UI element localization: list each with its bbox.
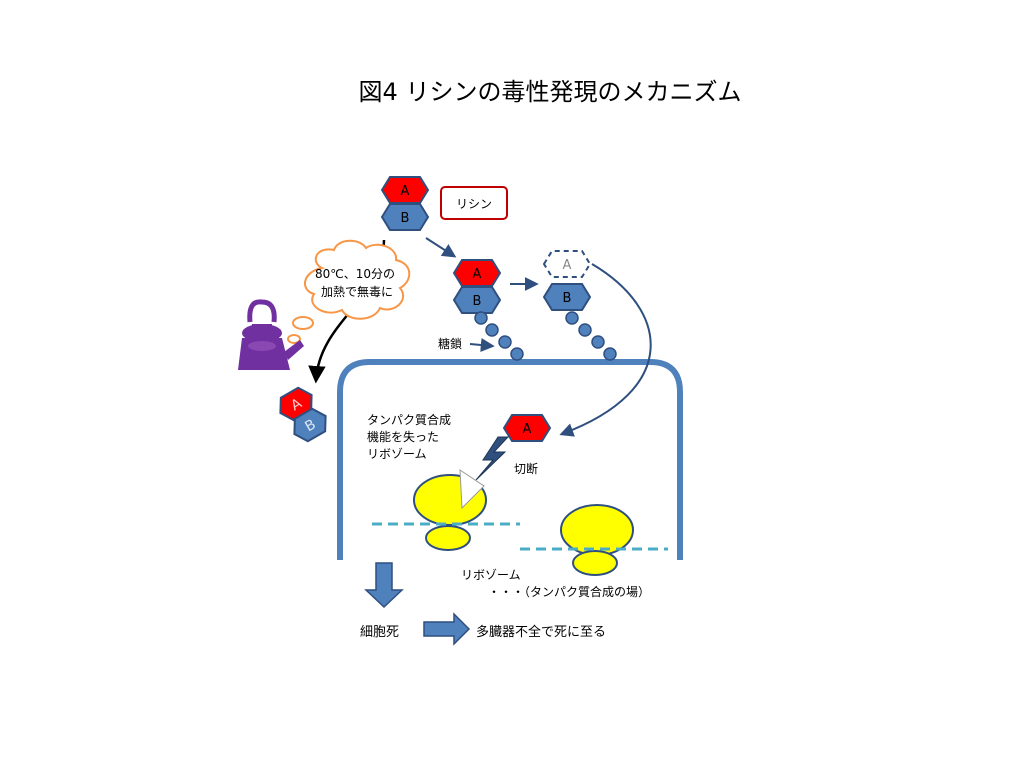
inactive-ribosome-line2: 機能を失った xyxy=(367,429,439,444)
bound-chain-a-label: A xyxy=(473,267,482,282)
sugar-bead xyxy=(498,335,512,349)
outcome-label: 多臓器不全で死に至る xyxy=(476,624,606,640)
internal-chain-a-label: A xyxy=(523,422,532,437)
heat-note-line2: 加熱で無毒に xyxy=(321,284,393,299)
ricin-label: リシン xyxy=(456,197,492,211)
released-chain-a-label: A xyxy=(563,258,572,273)
cleavage-wedge xyxy=(459,469,485,510)
internalized-chain-a: A xyxy=(502,414,552,442)
chain-a-label: A xyxy=(401,184,410,199)
chain-b-label: B xyxy=(401,211,410,226)
ribosome-label: リボゾーム xyxy=(461,568,521,582)
inactive-chain-b xyxy=(293,407,327,443)
arrow-to-binding xyxy=(425,237,457,258)
sugar-chain-pointer xyxy=(469,338,495,352)
normal-ribosome xyxy=(560,504,634,576)
sugar-bead xyxy=(474,311,488,325)
remaining-chain-b-label: B xyxy=(563,291,572,306)
chain-b-hexagon xyxy=(380,203,430,231)
inactivated-ricin: A B xyxy=(279,386,327,443)
bound-chain-b xyxy=(452,286,502,314)
lightning-bolt-icon xyxy=(475,436,510,481)
kettle-icon xyxy=(238,299,304,370)
sugar-bead xyxy=(591,335,605,349)
sugar-bead xyxy=(578,323,592,337)
sugar-bead xyxy=(485,323,499,337)
down-arrow xyxy=(364,562,404,609)
released-chain-a-outline xyxy=(542,250,592,278)
sugar-bead xyxy=(565,311,579,325)
sugar-bead xyxy=(510,347,524,361)
sugar-chain-label: 糖鎖 xyxy=(438,336,462,351)
inactive-ribosome-line1: タンパク質合成 xyxy=(367,412,451,427)
inactive-ribosome-line3: リボゾーム xyxy=(367,447,427,461)
bound-ricin: A B xyxy=(452,259,524,361)
sugar-bead xyxy=(603,347,617,361)
ribosome-note: ・・・（タンパク質合成の場） xyxy=(488,584,650,599)
ricin-molecule-top: A B xyxy=(380,176,430,231)
thought-cloud: 80℃、10分の 加熱で無毒に xyxy=(287,239,411,344)
bound-chain-b-label: B xyxy=(473,294,482,309)
cell-death-label: 細胞死 xyxy=(360,625,399,640)
remaining-chain-b xyxy=(542,283,592,311)
cell-membrane xyxy=(337,359,683,560)
cleavage-label: 切断 xyxy=(514,461,538,476)
slide-title: 図4 リシンの毒性発現のメカニズム xyxy=(358,78,742,106)
right-arrow xyxy=(423,612,471,646)
damaged-ribosome xyxy=(413,469,487,551)
separated-ricin: A B xyxy=(542,250,617,361)
ricin-label-box xyxy=(440,186,508,220)
chain-a-entry-arrow xyxy=(559,263,652,437)
heat-note-line1: 80℃、10分の xyxy=(315,267,395,281)
